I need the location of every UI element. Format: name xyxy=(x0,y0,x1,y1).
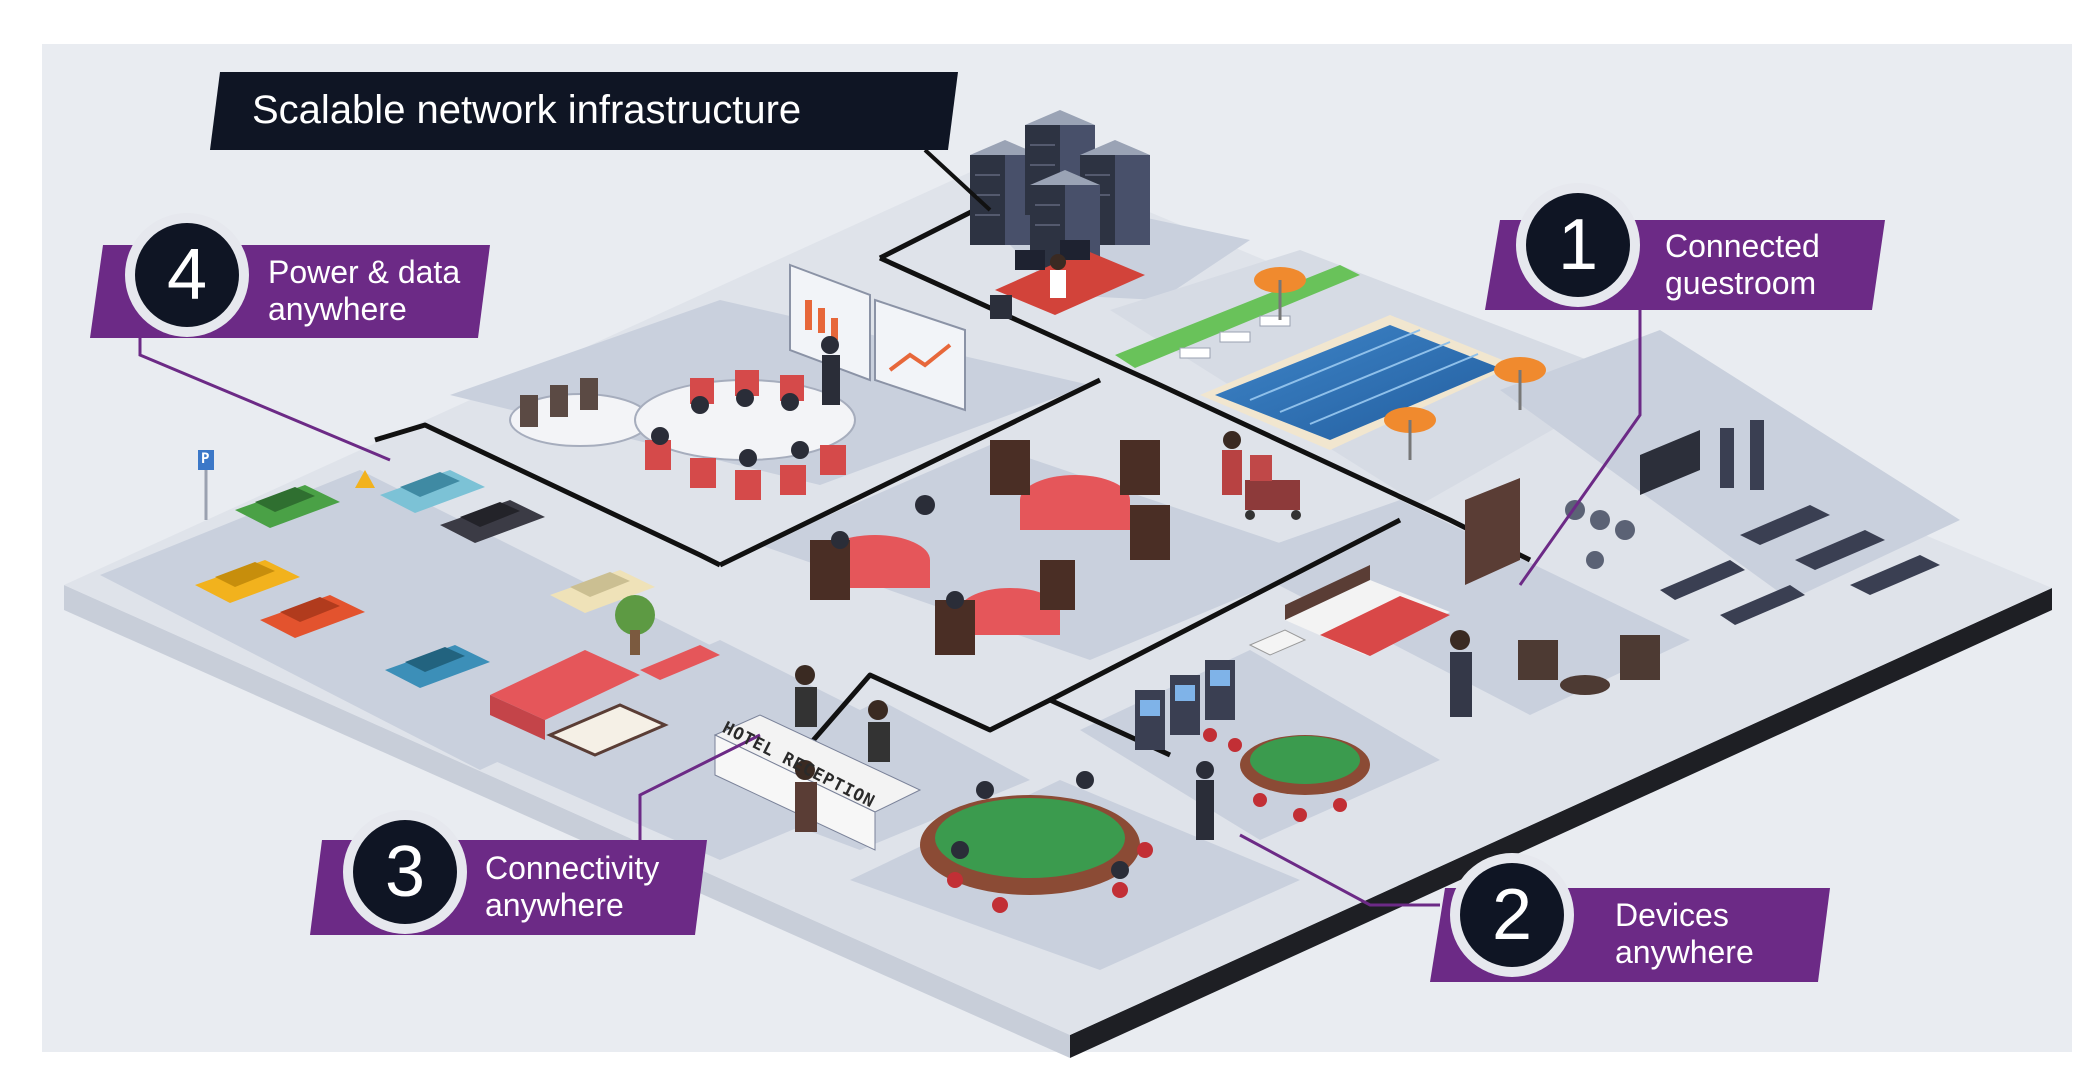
poker-scene xyxy=(920,771,1153,913)
banner-title: Scalable network infrastructure xyxy=(252,88,802,132)
network-line-server xyxy=(878,207,977,261)
casino-scene xyxy=(1135,660,1370,840)
platform-edge-right xyxy=(1070,588,2052,1058)
lawn-strip xyxy=(1115,265,1360,368)
guestroom-scene xyxy=(1248,478,1660,717)
network-line-conference xyxy=(718,377,1102,568)
leader-2 xyxy=(1239,833,1440,907)
tv-screen xyxy=(1640,430,1700,495)
badge-1 xyxy=(1526,193,1630,297)
callout-1-number: 1 xyxy=(1557,205,1599,285)
wet-floor-sign xyxy=(355,470,375,488)
callout-4-number: 4 xyxy=(166,235,208,315)
reception-scene xyxy=(713,665,922,851)
leader-banner xyxy=(923,148,992,212)
parking-sign xyxy=(198,450,214,470)
bellhop-cart xyxy=(1222,431,1301,520)
swimming-pool xyxy=(1215,325,1500,440)
cars xyxy=(195,470,655,688)
badge-3 xyxy=(353,820,457,924)
network-line-restaurant xyxy=(1048,517,1402,703)
presentation-board xyxy=(789,263,966,412)
server-racks xyxy=(970,110,1150,319)
callout-3-number: 3 xyxy=(384,832,426,912)
guestroom-tv-unit xyxy=(1465,478,1520,585)
title-banner xyxy=(210,72,958,150)
parking-sign-letter: P xyxy=(201,451,211,467)
callout-3-text: Connectivity anywhere xyxy=(485,850,660,923)
platform-edge-left xyxy=(64,585,1070,1058)
restaurant-scene xyxy=(810,440,1170,655)
callout-1-text: Connected guestroom xyxy=(1665,228,1820,301)
callout-2-text: Devices anywhere xyxy=(1615,897,1754,970)
leader-1 xyxy=(1518,305,1642,586)
lounge-scene xyxy=(490,595,720,757)
callout-2-number: 2 xyxy=(1491,875,1533,955)
callout-badges xyxy=(125,183,1640,977)
gym-scene xyxy=(1565,420,1940,625)
parking-scene xyxy=(195,450,655,688)
network-line-parking xyxy=(374,422,722,568)
restaurant-area xyxy=(760,445,1330,660)
umbrellas xyxy=(1254,267,1546,460)
badge-2 xyxy=(1460,863,1564,967)
badge-4 xyxy=(135,223,239,327)
callout-4-text: Power & data anywhere xyxy=(268,254,461,327)
network-line-reception xyxy=(768,672,1172,792)
operator-desk xyxy=(990,240,1145,319)
guestroom-area xyxy=(1230,500,1690,715)
leader-4 xyxy=(138,335,391,462)
pool-scene xyxy=(1115,265,1546,520)
conference-room-scene xyxy=(509,263,966,500)
